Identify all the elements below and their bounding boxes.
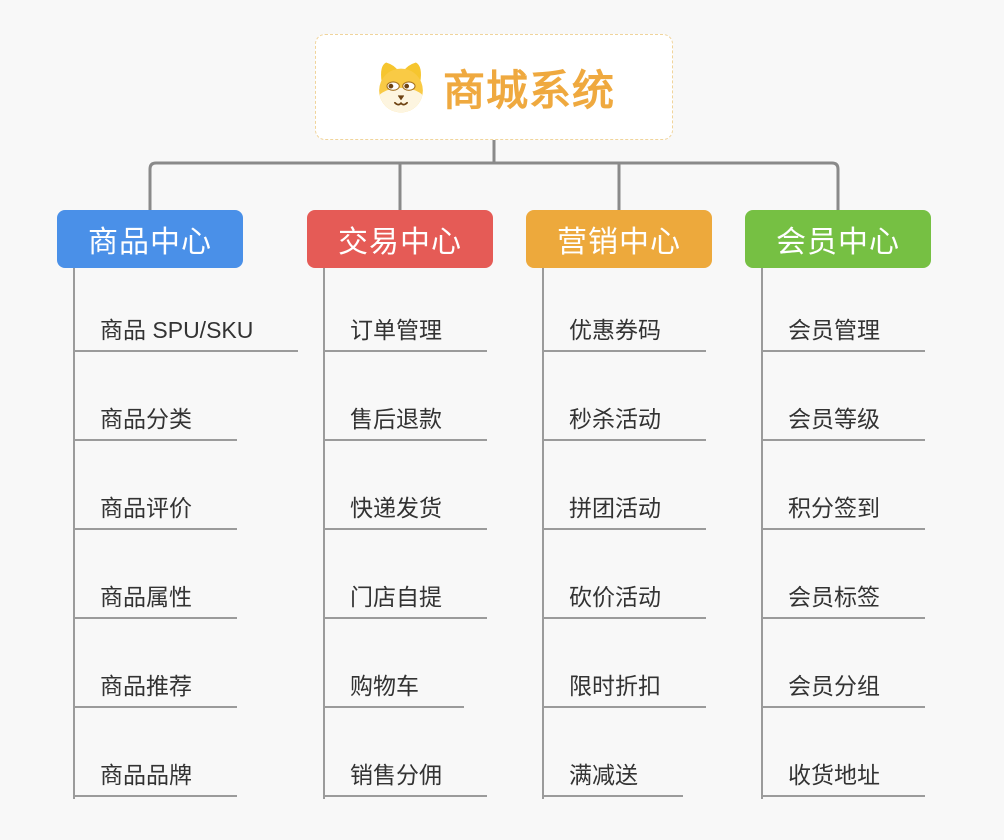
branch-label: 营销中心 — [557, 226, 681, 259]
branch-item-list: 优惠券码 秒杀活动 拼团活动 砍价活动 限时折扣 满减送 — [542, 263, 706, 797]
list-item[interactable]: 商品推荐 — [73, 619, 237, 708]
list-item[interactable]: 积分签到 — [761, 441, 925, 530]
list-item[interactable]: 商品属性 — [73, 530, 237, 619]
shiba-dog-icon — [379, 62, 423, 113]
branch-stem-line — [73, 268, 75, 799]
branch-header-marketing[interactable]: 营销中心 — [526, 210, 712, 268]
list-item[interactable]: 商品 SPU/SKU — [73, 263, 299, 352]
list-item[interactable]: 订单管理 — [323, 263, 487, 352]
branch-header-trade[interactable]: 交易中心 — [307, 210, 493, 268]
list-item[interactable]: 商品评价 — [73, 441, 237, 530]
branch-label: 商品中心 — [88, 226, 212, 259]
list-item[interactable]: 秒杀活动 — [542, 352, 706, 441]
list-item[interactable]: 满减送 — [542, 708, 683, 797]
list-item[interactable]: 拼团活动 — [542, 441, 706, 530]
branch-item-list: 订单管理 售后退款 快递发货 门店自提 购物车 销售分佣 — [323, 263, 487, 797]
list-item[interactable]: 收货地址 — [761, 708, 925, 797]
list-item[interactable]: 商品品牌 — [73, 708, 237, 797]
list-item[interactable]: 会员分组 — [761, 619, 925, 708]
list-item[interactable]: 会员标签 — [761, 530, 925, 619]
branch-item-list: 商品 SPU/SKU 商品分类 商品评价 商品属性 商品推荐 商品品牌 — [73, 263, 299, 797]
list-item[interactable]: 限时折扣 — [542, 619, 706, 708]
branch-header-member[interactable]: 会员中心 — [745, 210, 931, 268]
list-item[interactable]: 会员等级 — [761, 352, 925, 441]
branch-label: 交易中心 — [338, 226, 462, 259]
list-item[interactable]: 门店自提 — [323, 530, 487, 619]
branch-header-product[interactable]: 商品中心 — [57, 210, 243, 268]
list-item[interactable]: 砍价活动 — [542, 530, 706, 619]
branch-item-list: 会员管理 会员等级 积分签到 会员标签 会员分组 收货地址 — [761, 263, 925, 797]
list-item[interactable]: 售后退款 — [323, 352, 487, 441]
branch-label: 会员中心 — [776, 226, 900, 259]
list-item[interactable]: 购物车 — [323, 619, 464, 708]
branch-stem-line — [542, 268, 544, 799]
list-item[interactable]: 商品分类 — [73, 352, 237, 441]
list-item[interactable]: 快递发货 — [323, 441, 487, 530]
root-title: 商城系统 — [442, 66, 615, 114]
list-item[interactable]: 优惠券码 — [542, 263, 706, 352]
branch-stem-line — [761, 268, 763, 799]
root-node[interactable]: 商城系统 — [315, 34, 673, 140]
branch-stem-line — [323, 268, 325, 799]
list-item[interactable]: 会员管理 — [761, 263, 925, 352]
list-item[interactable]: 销售分佣 — [323, 708, 487, 797]
